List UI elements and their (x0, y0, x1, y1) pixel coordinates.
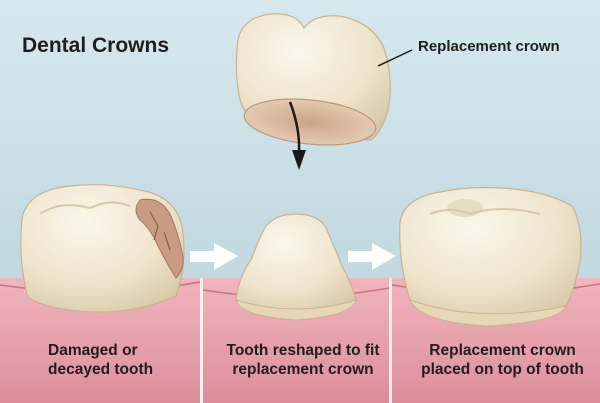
diagram-title: Dental Crowns (22, 34, 170, 57)
caption-line: Tooth reshaped to fit (226, 342, 380, 359)
step-caption-damaged: Damaged or decayed tooth (48, 341, 188, 379)
down-arrow-icon (288, 101, 306, 170)
caption-line: Replacement crown (429, 342, 576, 359)
crown-label: Replacement crown (418, 38, 560, 55)
right-arrow-icon (190, 243, 238, 270)
step-caption-reshaped: Tooth reshaped to fit replacement crown (218, 341, 388, 379)
crown-leader-line (377, 49, 413, 67)
damaged-tooth (20, 184, 185, 313)
reshaped-tooth (235, 213, 357, 321)
caption-line: Damaged or (48, 342, 138, 359)
caption-line: decayed tooth (48, 361, 154, 378)
step-caption-crowned: Replacement crown placed on top of tooth (410, 341, 595, 379)
caption-line: placed on top of tooth (421, 361, 584, 378)
replacement-crown (235, 13, 391, 146)
decay-area (135, 198, 184, 279)
caption-line: replacement crown (232, 361, 374, 378)
crowned-tooth (399, 186, 582, 327)
right-arrow-icon (348, 243, 396, 270)
